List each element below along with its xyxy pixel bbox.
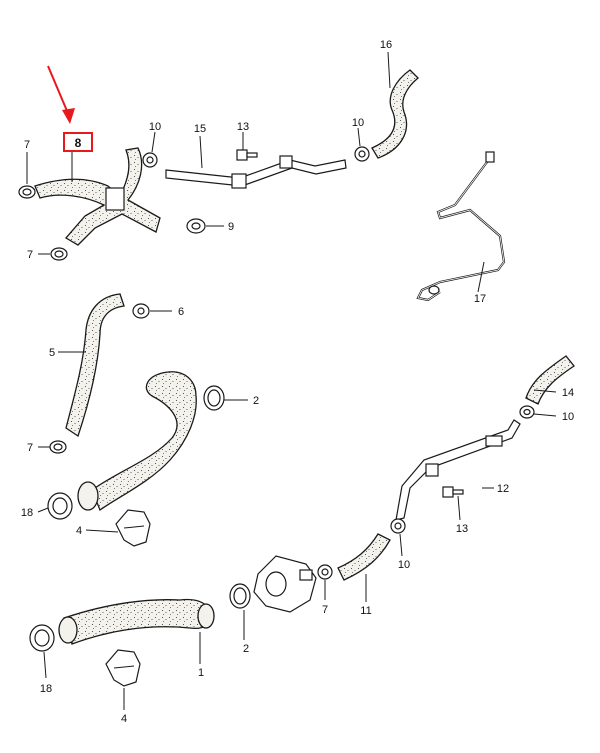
clamp-part-10-a[interactable] (142, 152, 158, 168)
bolt-part-13-b[interactable] (442, 486, 464, 498)
label-4-b: 4 (121, 713, 127, 725)
label-7-a: 7 (24, 139, 30, 151)
clamp-part-10-b[interactable] (354, 146, 370, 162)
label-8: 8 (75, 136, 82, 150)
hose-part-1-end-2 (197, 603, 215, 629)
clamp-part-7-d[interactable] (317, 564, 333, 580)
thermostat-housing[interactable] (253, 555, 317, 613)
label-9: 9 (228, 221, 234, 233)
label-15: 15 (194, 123, 206, 135)
label-10-d: 10 (398, 559, 410, 571)
clamp-part-7-a[interactable] (18, 185, 36, 199)
leader-lines (26, 51, 557, 710)
large-hose-end (77, 481, 99, 511)
label-2-a: 2 (253, 395, 259, 407)
highlight-arrow (47, 65, 75, 124)
clamp-part-10-d[interactable] (390, 518, 406, 534)
hose-part-1-end (58, 616, 78, 644)
y-hose-part-8[interactable] (34, 147, 161, 246)
pipe-part-15[interactable] (165, 155, 347, 189)
pipe-part-12[interactable] (395, 419, 521, 521)
bolt-part-13-a[interactable] (236, 149, 258, 161)
highlight-box-part-8 (63, 132, 93, 152)
hose-part-11[interactable] (337, 533, 391, 581)
y-hose-junction (105, 187, 125, 211)
clamp-part-7-c[interactable] (49, 440, 67, 454)
label-6: 6 (178, 306, 184, 318)
pipe-bracket-2 (279, 155, 293, 169)
label-7-d: 7 (322, 604, 328, 616)
label-10-b: 10 (352, 117, 364, 129)
bracket-part-4-a[interactable] (115, 509, 151, 547)
clamp-part-2-b[interactable] (229, 583, 251, 609)
clamp-part-9[interactable] (186, 218, 206, 234)
label-10-a: 10 (149, 121, 161, 133)
label-16: 16 (380, 39, 392, 51)
bracket-part-4-b[interactable] (105, 649, 141, 687)
label-13-b: 13 (456, 523, 468, 535)
label-13-a: 13 (237, 121, 249, 133)
hose-part-5[interactable] (65, 293, 125, 438)
label-14: 14 (562, 387, 574, 399)
hose-part-14[interactable] (525, 355, 575, 405)
hose-part-1[interactable] (58, 598, 215, 645)
label-1: 1 (198, 667, 204, 679)
label-4-a: 4 (76, 525, 82, 537)
tube-part-17[interactable] (416, 151, 506, 302)
label-18-a: 18 (21, 507, 33, 519)
label-18-b: 18 (40, 683, 52, 695)
label-2-b: 2 (243, 643, 249, 655)
clamp-part-18-b[interactable] (29, 624, 55, 652)
label-11: 11 (360, 605, 371, 617)
label-7-b: 7 (27, 249, 33, 261)
clamp-part-10-c[interactable] (519, 405, 535, 419)
label-7-c: 7 (27, 442, 33, 454)
label-5: 5 (49, 347, 55, 359)
clamp-part-7-b[interactable] (50, 247, 68, 261)
label-10-c: 10 (562, 411, 574, 423)
clamp-part-18-a[interactable] (47, 492, 73, 520)
label-17: 17 (474, 293, 486, 305)
clamp-part-6[interactable] (132, 303, 150, 319)
pipe-bracket (231, 173, 247, 189)
part-labels: 8 7 10 15 13 10 16 9 7 17 6 5 2 14 10 7 … (21, 39, 574, 725)
large-hose-middle[interactable] (77, 371, 197, 512)
clamp-part-2-a[interactable] (203, 385, 225, 411)
hose-part-16[interactable] (371, 69, 419, 159)
label-12: 12 (497, 483, 509, 495)
